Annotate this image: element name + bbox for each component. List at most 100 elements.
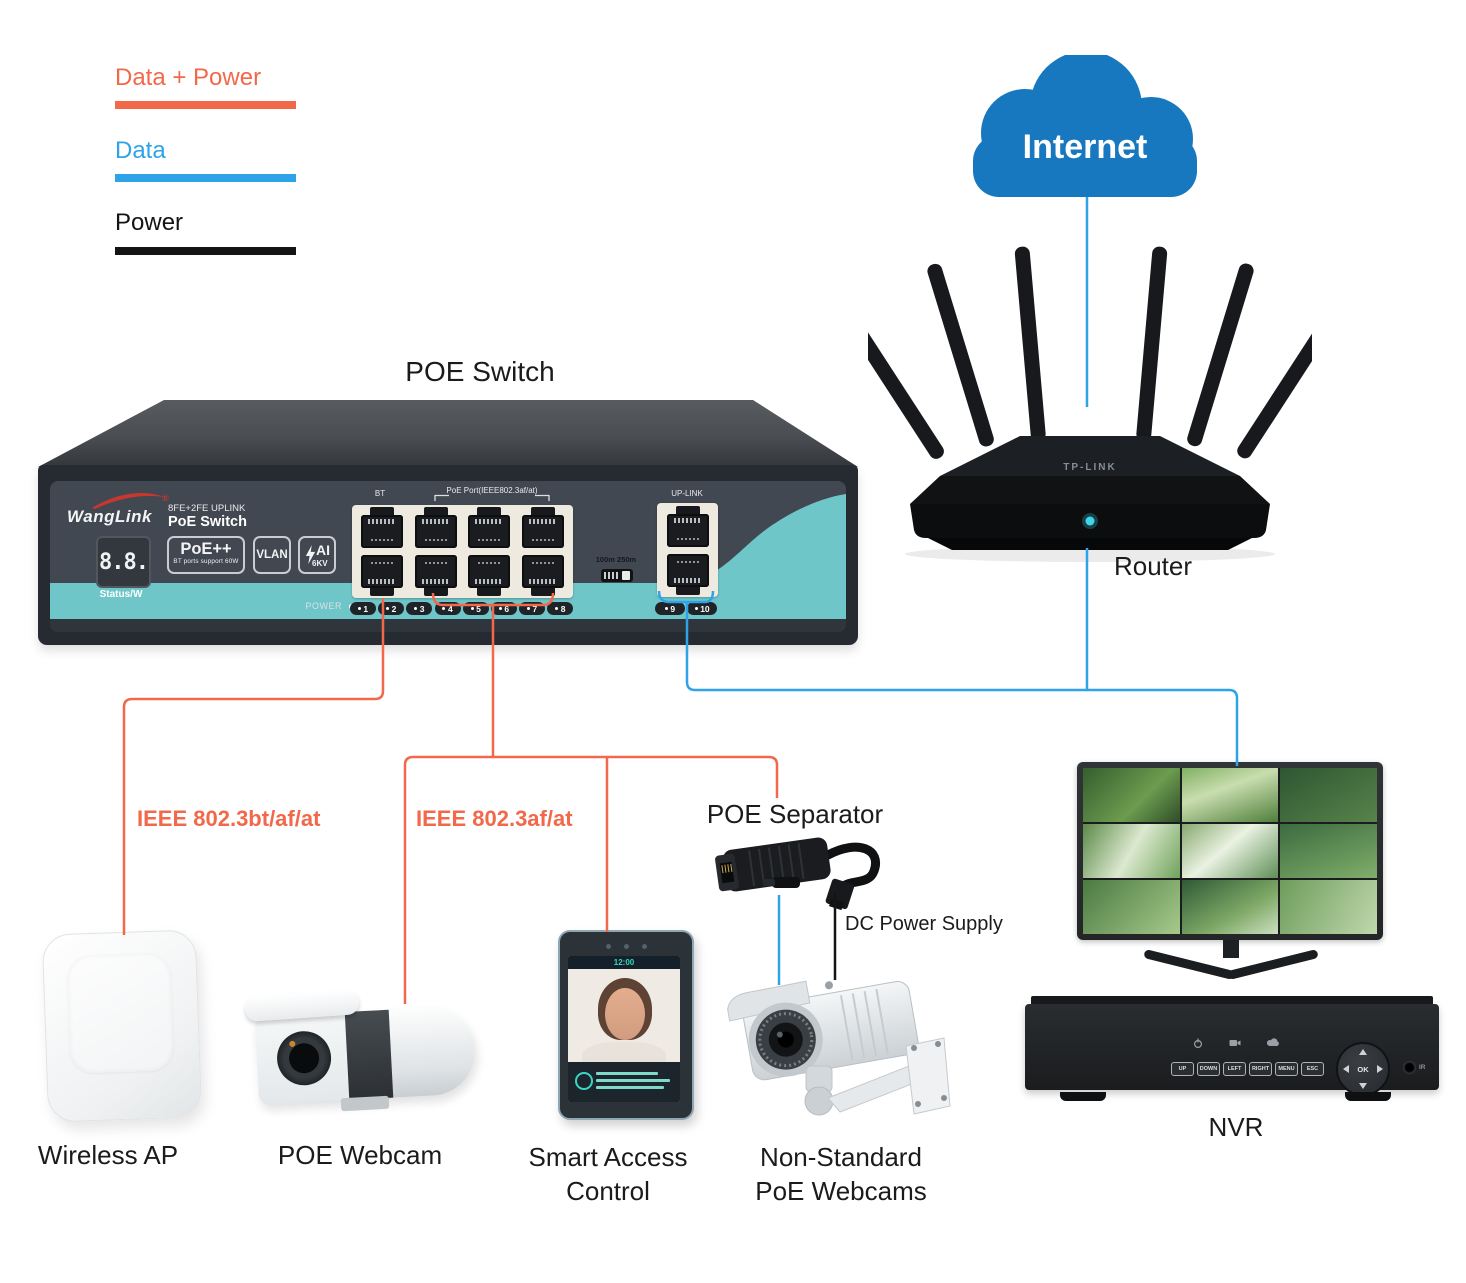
poe-port-block [352, 505, 573, 598]
port-number: 6 [504, 603, 510, 614]
port-pill: 6 [490, 602, 517, 615]
nonstandard-label-line1: Non-Standard [760, 1142, 922, 1172]
legend-label-power: Power [115, 209, 184, 236]
camera-body [727, 980, 919, 1081]
router-brand: TP-LINK [1063, 462, 1116, 473]
uplink-number-row: 9 10 [655, 602, 718, 615]
screen-overlay [568, 1062, 680, 1102]
poe-webcam-label: POE Webcam [277, 1140, 443, 1170]
nvr-button-menu: MENU [1275, 1062, 1298, 1076]
port-number: 10 [700, 603, 710, 614]
ir-receiver [1403, 1061, 1416, 1074]
poe-switch: WangLink ® 8FE+2FE UPLINK PoE Switch 8.8… [38, 398, 858, 648]
bt-ports-label: BT [374, 489, 386, 498]
nvr-button-up: UP [1171, 1062, 1194, 1076]
switch-model-line1: 8FE+2FE UPLINK [168, 503, 246, 514]
registered-mark: ® [162, 493, 169, 503]
poe-webcam-illustration [244, 985, 490, 1125]
port-number: 8 [560, 603, 566, 614]
nvr-foot [1345, 1092, 1391, 1101]
monitor-leg [1143, 949, 1235, 980]
internet-cloud: Internet [973, 55, 1197, 197]
status-display-label: Status/W [99, 589, 143, 600]
smart-access-label: Smart Access Control [508, 1140, 708, 1208]
terminal-camera-dot [642, 944, 647, 949]
ieee-af-label: IEEE 802.3af/at [416, 806, 573, 831]
legend-bar-data [115, 174, 296, 182]
router-antennas [868, 246, 1312, 459]
camera-icon [1229, 1040, 1241, 1046]
nvr-illustration: UP DOWN LEFT RIGHT MENU ESC OK IR [1025, 996, 1439, 1102]
router-illustration: TP-LINK [868, 246, 1312, 562]
status-display: 8.8. [96, 536, 151, 588]
switch-top-face [38, 400, 858, 467]
nvr-button-row: UP DOWN LEFT RIGHT MENU ESC [1171, 1062, 1324, 1076]
port-column-3 [466, 507, 512, 596]
rj45-port-icon [413, 553, 459, 596]
nvr-button-down: DOWN [1197, 1062, 1220, 1076]
badge-ai-subtext: 6KV [312, 559, 328, 568]
port-pill: 7 [519, 602, 546, 615]
terminal-screen: 12:00 [568, 956, 680, 1102]
nvr-dpad: OK [1336, 1042, 1390, 1096]
webcam-body [254, 1005, 478, 1105]
monitor-illustration [1077, 762, 1383, 1000]
badge-vlan: VLAN [253, 536, 291, 574]
nvr-label: NVR [1208, 1112, 1264, 1142]
router-body: TP-LINK [910, 436, 1270, 550]
switch-front-panel: WangLink ® 8FE+2FE UPLINK PoE Switch 8.8… [50, 481, 846, 632]
port-pill: 8 [547, 602, 574, 615]
rj45-port-icon [665, 552, 711, 595]
poe-switch-title: POE Switch [405, 356, 555, 387]
monitor-neck [1223, 940, 1239, 958]
legend-bar-power [115, 247, 296, 255]
port-column-4 [520, 507, 566, 596]
monitor-leg [1227, 949, 1319, 980]
screen-time: 12:00 [568, 956, 680, 969]
rj45-port-icon [413, 507, 459, 550]
port-pill: 5 [462, 602, 489, 615]
nvr-foot [1060, 1092, 1106, 1101]
webcam-mount [340, 1095, 390, 1112]
range-slide-switch [601, 569, 633, 582]
slide-knob [622, 571, 630, 580]
monitor-screen-grid [1083, 768, 1377, 934]
badge-poe: PoE++ BT ports support 60W [167, 536, 245, 574]
badge-ai-text: AI [316, 542, 330, 558]
nvr-ok-button: OK [1357, 1064, 1369, 1074]
rj45-port-icon [466, 553, 512, 596]
cloud-icon [1267, 1038, 1279, 1047]
nvr-top-lip [1031, 996, 1433, 1006]
poe-ports-bracket [434, 494, 550, 501]
portrait-face [605, 988, 645, 1040]
rj45-plug-icon [825, 878, 855, 911]
port-pill: 4 [434, 602, 461, 615]
nvr-button-right: RIGHT [1249, 1062, 1272, 1076]
wireless-ap-illustration [41, 929, 203, 1126]
power-icon [1194, 1038, 1202, 1048]
port-column-2 [413, 507, 459, 596]
webcam-front [254, 1012, 350, 1105]
wanglink-swoosh-icon [92, 492, 164, 509]
status-display-value: 8.8. [99, 549, 149, 575]
port-pill: 1 [350, 602, 376, 615]
webcam-lens [275, 1029, 333, 1087]
nvr-button-left: LEFT [1223, 1062, 1246, 1076]
slide-stripes [604, 572, 620, 579]
lightning-icon [305, 545, 316, 564]
internet-label: Internet [1023, 128, 1148, 166]
port-pill: 2 [378, 602, 405, 615]
poe-ports-label: PoE Port(IEEE802.3af/at) [446, 486, 538, 495]
dc-power-supply-label: DC Power Supply [845, 913, 1003, 935]
badge-vlan-text: VLAN [256, 549, 288, 561]
legend-label-data: Data [115, 137, 166, 164]
port-number: 3 [419, 603, 425, 614]
separator-cable [823, 842, 880, 892]
router-led [1085, 516, 1095, 526]
legend: Data + Power Data Power [115, 64, 296, 255]
port-column-1 [359, 507, 405, 596]
router-label: Router [1113, 551, 1193, 581]
webcam-band [344, 1009, 394, 1100]
port-number: 9 [670, 603, 676, 614]
switch-model-line2: PoE Switch [168, 514, 247, 530]
